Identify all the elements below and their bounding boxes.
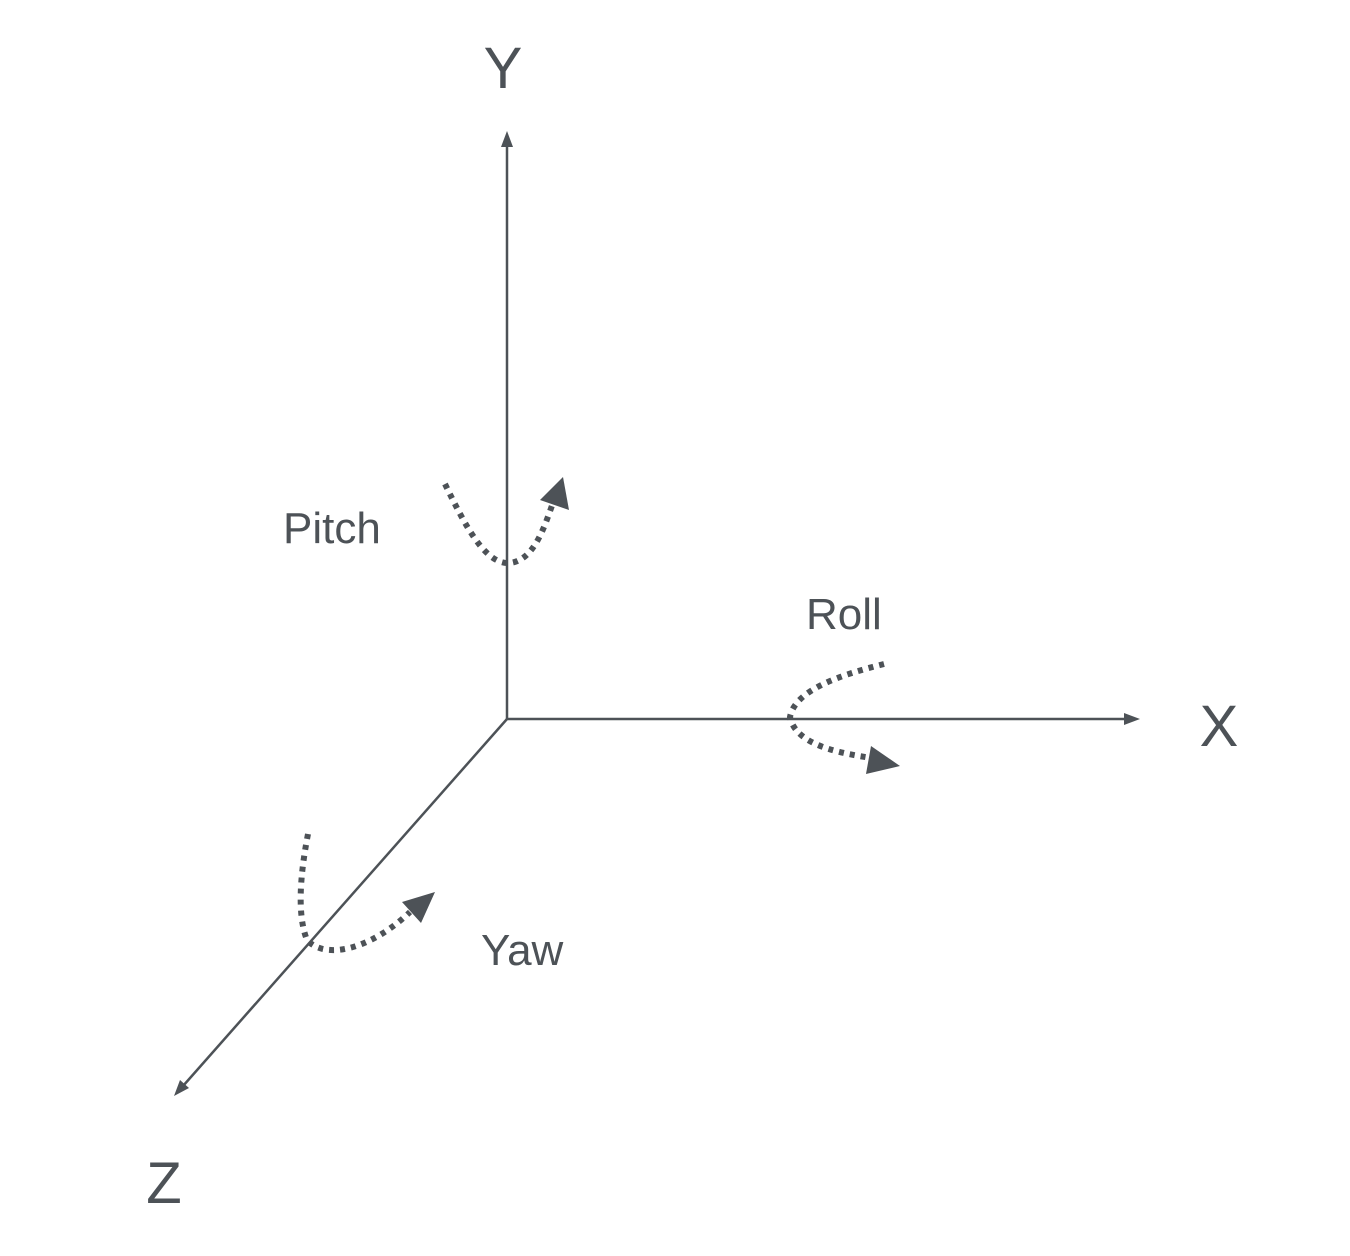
roll-label: Roll (806, 590, 882, 639)
roll-rotation: Roll (786, 590, 900, 774)
pitch-arrowhead (540, 477, 569, 510)
y-axis: Y (484, 36, 523, 719)
roll-rotation-arc (786, 661, 885, 761)
yaw-label: Yaw (481, 926, 564, 975)
yaw-arrowhead (402, 892, 435, 923)
roll-arrowhead (866, 746, 900, 774)
y-axis-label: Y (484, 36, 523, 101)
z-axis-label: Z (146, 1151, 181, 1216)
pitch-rotation: Pitch (283, 477, 569, 566)
yaw-rotation: Yaw (297, 833, 564, 975)
x-axis-arrowhead (1124, 713, 1140, 725)
z-axis-arrowhead (174, 1080, 189, 1096)
pitch-label: Pitch (283, 504, 381, 553)
yaw-rotation-arc (297, 833, 413, 954)
z-axis-line (182, 718, 508, 1087)
x-axis-label: X (1200, 694, 1239, 759)
z-axis: Z (146, 718, 508, 1216)
pitch-rotation-arc (442, 482, 558, 566)
x-axis: X (507, 694, 1238, 759)
y-axis-arrowhead (501, 131, 513, 147)
